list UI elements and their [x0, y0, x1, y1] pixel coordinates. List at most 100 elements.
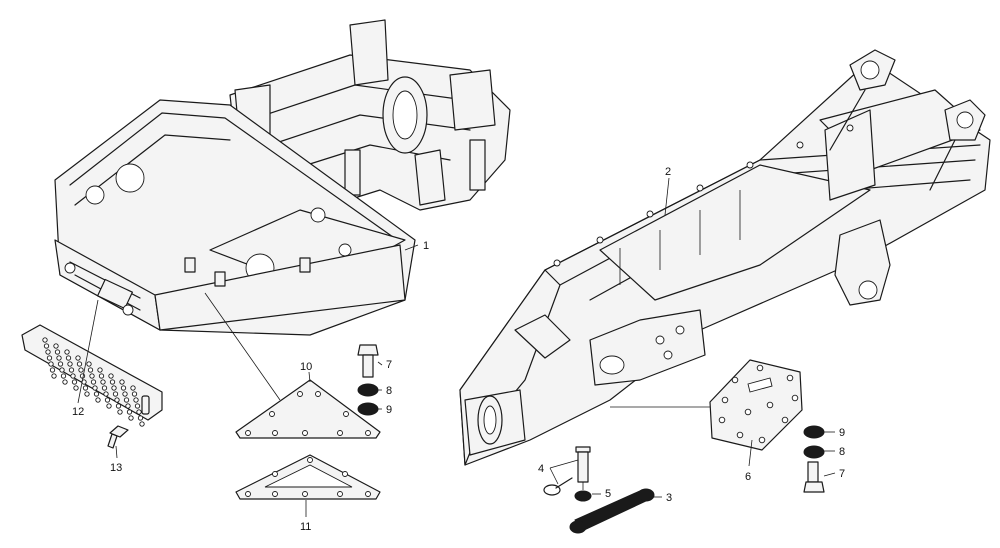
grille-hole — [86, 361, 92, 367]
callout-12: 12 — [72, 406, 84, 418]
triangle-frame-11 — [235, 454, 381, 500]
callout-9-right: 9 — [839, 427, 845, 439]
grille-hole — [133, 397, 139, 403]
grille-hole — [125, 403, 131, 409]
grille-hole — [97, 367, 103, 373]
plate-hole — [337, 430, 343, 436]
leader-lines — [77, 177, 836, 517]
callout-8-right: 8 — [839, 446, 845, 458]
plate-hole — [365, 491, 371, 497]
grille-hole — [122, 391, 128, 397]
grille-hole — [112, 391, 119, 397]
grille-hole — [62, 379, 68, 385]
grille-panel — [21, 324, 163, 427]
plate-hole — [758, 436, 766, 444]
grille-hole — [56, 355, 62, 361]
callout-8-left: 8 — [386, 385, 392, 397]
plate-hole — [766, 401, 774, 409]
grille-hole — [115, 403, 122, 409]
grille-hole — [109, 379, 116, 385]
grille-hole — [70, 373, 76, 379]
fastener-stack-right — [803, 425, 825, 493]
grille-hole — [84, 391, 90, 397]
callout-9-left: 9 — [386, 404, 392, 416]
grille-hole — [117, 409, 123, 415]
grille-hole — [100, 379, 106, 385]
grille-hole — [137, 415, 144, 421]
callout-2: 2 — [665, 166, 671, 178]
plate-hole — [342, 471, 348, 477]
callout-7-left: 7 — [386, 359, 392, 371]
plate-hole — [302, 491, 308, 497]
grille-hole — [131, 391, 138, 397]
grille-hole — [53, 343, 59, 349]
grille-hole — [71, 379, 78, 385]
triangle-plate-10 — [235, 379, 381, 439]
callout-13: 13 — [110, 462, 122, 474]
grille-hole — [98, 373, 105, 379]
plate-hole — [718, 416, 726, 424]
grille-hole — [43, 343, 50, 349]
bolt-13 — [107, 425, 129, 449]
plate-hole — [781, 416, 789, 424]
grille-hole — [46, 355, 53, 361]
plate-hole — [315, 391, 321, 397]
callouts: 1 2 3 4 5 6 7 8 9 10 11 12 13 7 8 9 — [72, 166, 845, 533]
plate-hole — [272, 491, 278, 497]
callout-4: 4 — [538, 463, 544, 475]
plate-hole — [343, 411, 349, 417]
grille-hole — [123, 397, 130, 403]
front-frame — [54, 19, 511, 336]
grille-hole — [48, 361, 54, 367]
grille-hole — [51, 373, 57, 379]
grille-hole — [108, 373, 114, 379]
grille-hole — [114, 397, 120, 403]
grille-hole — [60, 373, 67, 379]
grille-hole — [136, 409, 142, 415]
grille-hole — [128, 415, 134, 421]
pin-assembly — [543, 446, 655, 534]
plate-hole — [272, 471, 278, 477]
grille-hole — [95, 397, 101, 403]
plate-hole — [297, 391, 303, 397]
grille-hole — [57, 361, 64, 367]
callout-1: 1 — [423, 240, 429, 252]
plate-hole — [744, 408, 752, 416]
grille-hole — [89, 373, 95, 379]
grille-hole — [104, 397, 111, 403]
grille-hole — [73, 385, 79, 391]
plate-hole — [731, 376, 739, 384]
plate-hole — [736, 431, 744, 439]
callout-5: 5 — [605, 488, 611, 500]
grille-hole — [76, 361, 83, 367]
grille-hole — [119, 379, 125, 385]
plate-hole — [365, 430, 371, 436]
mounting-plate-6 — [709, 359, 803, 451]
grille-hole — [90, 379, 97, 385]
grille-hole — [65, 355, 72, 361]
grille-hole — [87, 367, 94, 373]
rear-frame — [459, 49, 991, 466]
callout-10: 10 — [300, 361, 312, 373]
plate-hole — [272, 430, 278, 436]
plate-hole — [307, 457, 313, 463]
grille-hole — [134, 403, 141, 409]
grille-hole — [111, 385, 117, 391]
grille-hole — [59, 367, 65, 373]
plate-hole — [269, 411, 275, 417]
grille-hole — [101, 385, 108, 391]
plate-hole — [791, 394, 799, 402]
grille-hole — [78, 367, 84, 373]
grille-hole — [54, 349, 61, 355]
grille-hole — [67, 361, 73, 367]
grille-hole — [92, 385, 98, 391]
grille-hole — [93, 391, 100, 397]
plate-hole — [245, 430, 251, 436]
callout-7-right: 7 — [839, 468, 845, 480]
callout-3: 3 — [666, 492, 672, 504]
grille-hole — [68, 367, 75, 373]
callout-11: 11 — [300, 521, 311, 533]
grille-hole — [49, 367, 56, 373]
